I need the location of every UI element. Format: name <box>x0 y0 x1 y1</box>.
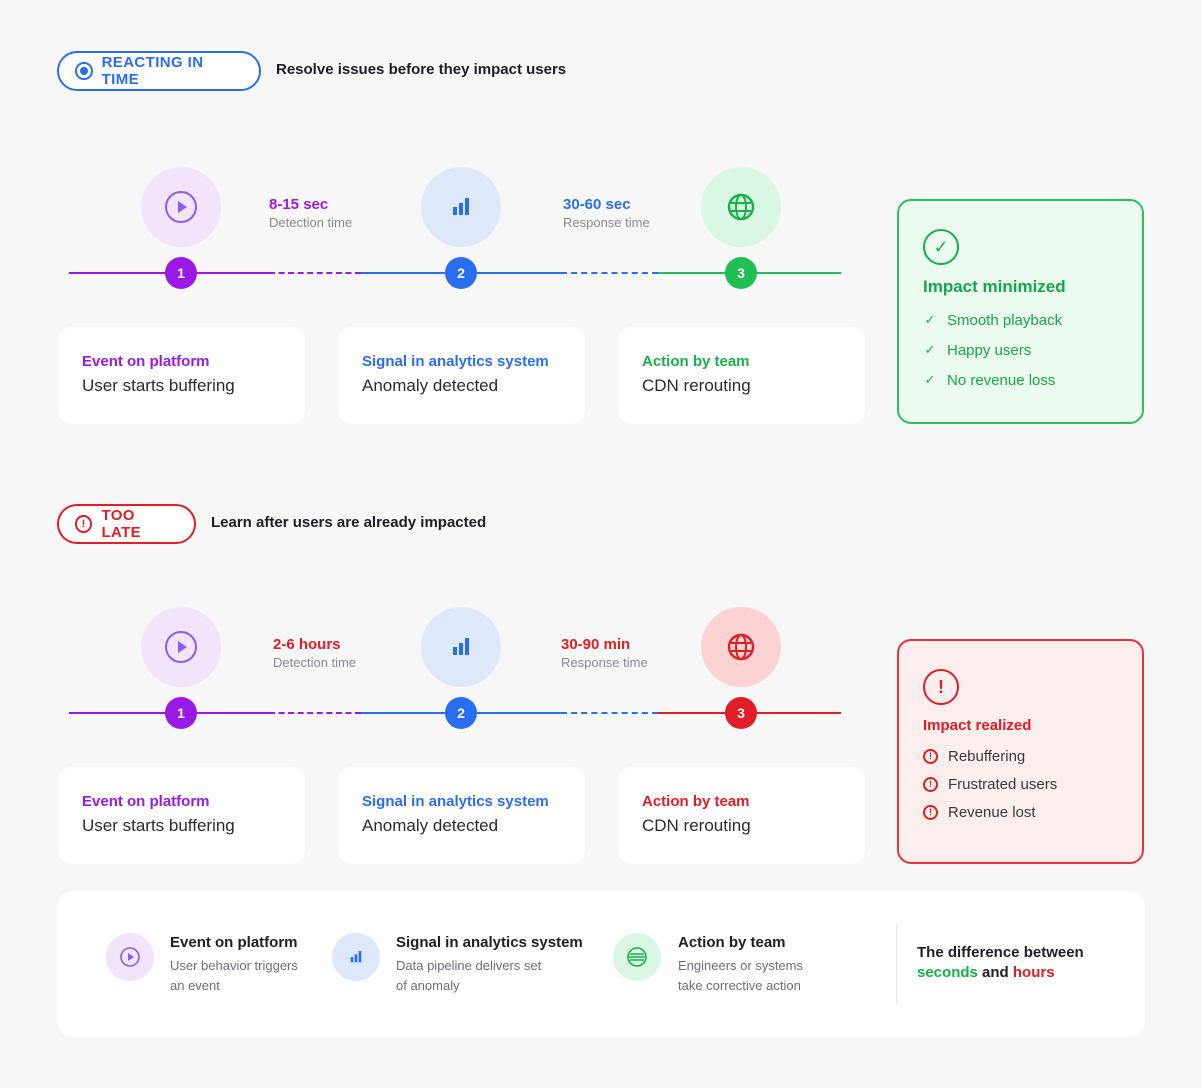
action-card: Action by team CDN rerouting <box>618 327 865 424</box>
impact-minimized-panel: ✓ Impact minimized ✓Smooth playback ✓Hap… <box>897 199 1144 424</box>
play-icon <box>165 631 197 663</box>
card-text: CDN rerouting <box>642 376 751 395</box>
response-time-label: Response time <box>561 655 648 670</box>
alert-icon: ! <box>923 776 938 792</box>
legend-action-icon <box>613 933 661 981</box>
result-item: ✓Happy users <box>924 341 1032 359</box>
check-circle-icon: ✓ <box>923 229 959 265</box>
card-text: Anomaly detected <box>362 376 499 395</box>
event-card: Event on platform User starts buffering <box>58 767 305 864</box>
result-item: !Revenue lost <box>923 798 1118 826</box>
detection-time-label: Detection time <box>273 655 357 670</box>
timeline-segment-dashed <box>561 272 658 274</box>
response-time-value: 30-90 min <box>561 636 631 653</box>
check-icon: ✓ <box>924 372 936 387</box>
timeline-segment-dashed <box>269 272 361 274</box>
check-icon: ✓ <box>924 342 936 357</box>
detection-time-label: Detection time <box>269 215 353 230</box>
result-item: ✓Smooth playback <box>924 311 1063 329</box>
card-text: CDN rerouting <box>642 816 751 835</box>
legend-title: Action by team <box>678 934 786 951</box>
response-time-label: Response time <box>563 215 650 230</box>
signal-step-circle <box>421 167 501 247</box>
badge-label: TOO LATE <box>101 507 142 541</box>
card-text: User starts buffering <box>82 376 235 395</box>
bar-chart-icon <box>453 198 469 215</box>
step-node-1: 1 <box>165 257 197 289</box>
difference-note: The difference between seconds and hours <box>917 944 1084 981</box>
legend-signal-icon <box>332 933 380 981</box>
response-time-value: 30-60 sec <box>563 196 631 213</box>
play-icon <box>120 947 140 967</box>
event-step-circle <box>141 607 221 687</box>
alert-icon: ! <box>923 748 938 764</box>
too-late-badge: ! TOO LATE <box>57 504 196 544</box>
result-title: Impact realized <box>923 717 1032 734</box>
reacting-in-time-badge: REACTING IN TIME <box>57 51 261 91</box>
result-item: !Frustrated users <box>923 770 1118 798</box>
detection-time-value: 8-15 sec <box>269 196 329 213</box>
seconds-word: seconds <box>917 964 978 981</box>
step-node-3: 3 <box>725 697 757 729</box>
step-node-1: 1 <box>165 697 197 729</box>
action-step-circle <box>701 167 781 247</box>
action-step-circle <box>701 607 781 687</box>
card-title: Event on platform <box>82 793 210 810</box>
result-item: ✓No revenue loss <box>924 371 1056 389</box>
card-text: User starts buffering <box>82 816 235 835</box>
bar-chart-icon <box>350 951 362 963</box>
globe-icon <box>727 193 755 221</box>
alert-icon: ! <box>923 804 938 820</box>
step-node-3: 3 <box>725 257 757 289</box>
card-title: Action by team <box>642 793 750 810</box>
signal-step-circle <box>421 607 501 687</box>
globe-icon <box>627 947 647 967</box>
impact-realized-panel: ! Impact realized !Rebuffering !Frustrat… <box>897 639 1144 864</box>
alert-icon: ! <box>75 515 93 533</box>
step-node-2: 2 <box>445 697 477 729</box>
section-tagline: Learn after users are already impacted <box>211 514 487 531</box>
signal-card: Signal in analytics system Anomaly detec… <box>338 767 585 864</box>
card-title: Signal in analytics system <box>362 353 549 370</box>
legend-divider <box>896 924 897 1004</box>
detection-time-value: 2-6 hours <box>273 636 341 653</box>
card-title: Signal in analytics system <box>362 793 549 810</box>
card-title: Action by team <box>642 353 750 370</box>
signal-card: Signal in analytics system Anomaly detec… <box>338 327 585 424</box>
check-icon: ✓ <box>924 312 936 327</box>
timeline-segment-dashed <box>269 712 361 714</box>
result-item: !Rebuffering <box>923 742 1118 770</box>
card-title: Event on platform <box>82 353 210 370</box>
timeline-segment-dashed <box>561 712 658 714</box>
legend-desc: User behavior triggers an event <box>170 958 298 993</box>
hours-word: hours <box>1012 964 1055 981</box>
event-card: Event on platform User starts buffering <box>58 327 305 424</box>
bar-chart-icon <box>453 638 469 655</box>
event-step-circle <box>141 167 221 247</box>
play-icon <box>165 191 197 223</box>
legend-title: Event on platform <box>170 934 298 951</box>
legend-event-icon <box>106 933 154 981</box>
alert-circle-icon: ! <box>923 669 959 705</box>
legend-panel: Event on platform User behavior triggers… <box>57 891 1145 1037</box>
legend-title: Signal in analytics system <box>396 934 583 951</box>
badge-label: REACTING IN TIME <box>101 54 204 88</box>
result-title: Impact minimized <box>923 277 1066 296</box>
globe-icon <box>727 633 755 661</box>
legend-desc: Data pipeline delivers set of anomaly <box>396 958 542 993</box>
section-tagline: Resolve issues before they impact users <box>276 61 567 78</box>
radio-dot-icon <box>75 62 93 80</box>
card-text: Anomaly detected <box>362 816 499 835</box>
action-card: Action by team CDN rerouting <box>618 767 865 864</box>
step-node-2: 2 <box>445 257 477 289</box>
legend-desc: Engineers or systems take corrective act… <box>678 958 803 993</box>
